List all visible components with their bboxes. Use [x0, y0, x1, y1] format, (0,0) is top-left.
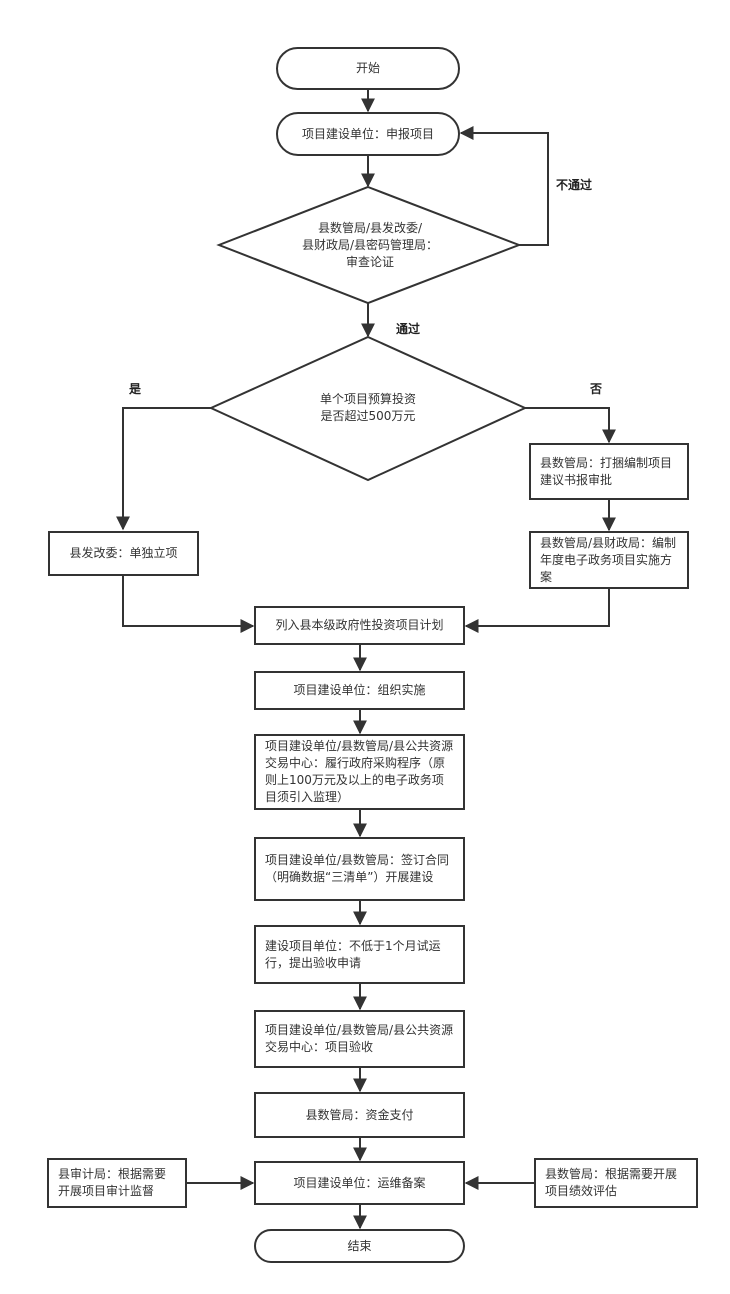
apply-label: 项目建设单位：申报项目	[301, 126, 434, 141]
edge-budget-no	[525, 407, 616, 444]
budget-label: 单个项目预算投资 是否超过500万元	[319, 392, 416, 423]
edge-review-rejected	[459, 126, 549, 246]
annual-plan-label: 县数管局/县财政局：编制年度电子政务项目实施方案	[540, 535, 677, 584]
ndrc-approve-label: 县发改委：单独立项	[69, 546, 178, 560]
evaluation-node[interactable]: 县数管局：根据需要开展项目绩效评估	[534, 1158, 698, 1208]
edge-label-no: 否	[590, 382, 603, 396]
end-node[interactable]: 结束	[254, 1229, 465, 1263]
review-decision[interactable]: 县数管局/县发改委/ 县财政局/县密码管理局： 审查论证	[250, 215, 490, 275]
apply-node[interactable]: 项目建设单位：申报项目	[276, 112, 460, 156]
edge-annual-investment	[464, 589, 610, 633]
audit-node[interactable]: 县审计局：根据需要开展项目审计监督	[47, 1158, 187, 1208]
annual-plan-node[interactable]: 县数管局/县财政局：编制年度电子政务项目实施方案	[529, 531, 689, 589]
procurement-node[interactable]: 项目建设单位/县数管局/县公共资源交易中心：履行政府采购程序（原则上100万元及…	[254, 734, 465, 810]
end-label: 结束	[347, 1238, 372, 1253]
acceptance-label: 项目建设单位/县数管局/县公共资源交易中心：项目验收	[265, 1023, 454, 1054]
edge-label-yes: 是	[129, 382, 142, 396]
review-label: 县数管局/县发改委/ 县财政局/县密码管理局： 审查论证	[301, 220, 439, 269]
acceptance-node[interactable]: 项目建设单位/县数管局/县公共资源交易中心：项目验收	[254, 1010, 465, 1068]
organize-node[interactable]: 项目建设单位：组织实施	[254, 671, 465, 710]
operation-label: 项目建设单位：运维备案	[293, 1175, 426, 1190]
budget-decision[interactable]: 单个项目预算投资 是否超过500万元	[270, 388, 466, 428]
organize-label: 项目建设单位：组织实施	[293, 683, 426, 697]
edge-ndrc-investment	[122, 576, 255, 633]
ndrc-approve-node[interactable]: 县发改委：单独立项	[48, 531, 199, 576]
bundle-proposal-node[interactable]: 县数管局：打捆编制项目建议书报审批	[529, 443, 689, 500]
audit-label: 县审计局：根据需要开展项目审计监督	[58, 1167, 167, 1198]
payment-label: 县数管局：资金支付	[305, 1107, 414, 1122]
edge-budget-yes	[116, 407, 211, 531]
trial-run-node[interactable]: 建设项目单位：不低于1个月试运行，提出验收申请	[254, 925, 465, 984]
investment-plan-label: 列入县本级政府性投资项目计划	[275, 618, 444, 632]
contract-label: 项目建设单位/县数管局：签订合同（明确数据“三清单”）开展建设	[265, 853, 450, 884]
contract-node[interactable]: 项目建设单位/县数管局：签订合同（明确数据“三清单”）开展建设	[254, 837, 465, 901]
bundle-proposal-label: 县数管局：打捆编制项目建议书报审批	[540, 455, 673, 487]
budget-diamond	[208, 335, 528, 482]
payment-node[interactable]: 县数管局：资金支付	[254, 1092, 465, 1138]
procurement-label: 项目建设单位/县数管局/县公共资源交易中心：履行政府采购程序（原则上100万元及…	[265, 739, 454, 804]
evaluation-label: 县数管局：根据需要开展项目绩效评估	[545, 1167, 678, 1198]
start-node[interactable]: 开始	[276, 47, 460, 90]
edge-label-passed: 通过	[396, 322, 421, 336]
trial-run-label: 建设项目单位：不低于1个月试运行，提出验收申请	[265, 938, 441, 970]
start-label: 开始	[355, 61, 380, 75]
operation-node[interactable]: 项目建设单位：运维备案	[254, 1161, 465, 1205]
edge-label-rejected: 不通过	[556, 178, 593, 192]
investment-plan-node[interactable]: 列入县本级政府性投资项目计划	[254, 606, 465, 645]
